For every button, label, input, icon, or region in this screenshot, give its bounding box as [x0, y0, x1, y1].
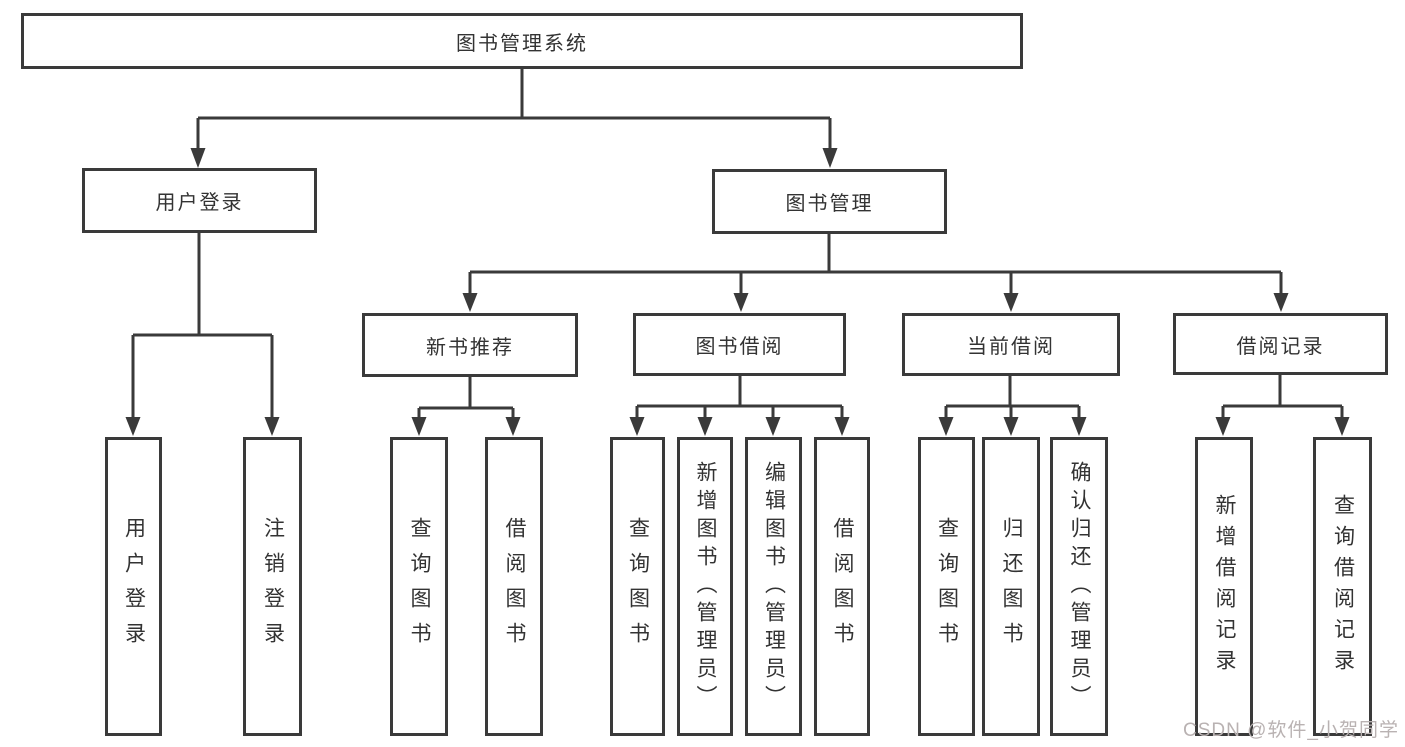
- node-book-borrow-label: 图书借阅: [695, 336, 784, 358]
- leaf-add-borrow-record: 新增借阅记录: [1195, 437, 1253, 736]
- leaf-borrow-books-label: 借阅图书: [831, 516, 854, 657]
- arrowhead-icon: [411, 417, 427, 436]
- root-node-library-system: 图书管理系统: [21, 13, 1023, 69]
- arrowhead-icon: [1273, 293, 1289, 312]
- connector-book-management-children: [462, 234, 1289, 312]
- leaf-user-login: 用户登录: [105, 437, 162, 736]
- leaf-borrow-books: 借阅图书: [814, 437, 870, 736]
- leaf-borrow-query-books: 查询图书: [610, 437, 665, 736]
- arrowhead-icon: [1003, 417, 1019, 436]
- leaf-user-login-label: 用户登录: [122, 516, 146, 657]
- leaf-newbook-borrow-books: 借阅图书: [485, 437, 543, 736]
- arrowhead-icon: [1215, 417, 1231, 436]
- node-current-borrow-label: 当前借阅: [967, 336, 1055, 358]
- arrowhead-icon: [125, 417, 141, 436]
- connector-current-borrow-children: [938, 376, 1087, 436]
- arrowhead-icon: [822, 148, 838, 168]
- arrowhead-icon: [938, 417, 954, 436]
- arrowhead-icon: [765, 417, 781, 436]
- leaf-confirm-return-admin: 确认归还（管理员）: [1050, 437, 1108, 736]
- leaf-query-borrow-record: 查询借阅记录: [1313, 437, 1372, 736]
- csdn-watermark: CSDN @软件_小贺同学: [1183, 720, 1399, 741]
- connector-new-book-children: [411, 377, 521, 436]
- leaf-add-books-admin: 新增图书（管理员）: [677, 437, 733, 736]
- arrowhead-icon: [1071, 417, 1087, 436]
- leaf-edit-books-admin-label: 编辑图书（管理员）: [762, 460, 786, 713]
- arrowhead-icon: [264, 417, 280, 436]
- node-book-management-label: 图书管理: [785, 193, 874, 215]
- leaf-current-query-books: 查询图书: [918, 437, 975, 736]
- arrowhead-icon: [190, 148, 206, 168]
- leaf-current-query-books-label: 查询图书: [935, 516, 959, 657]
- leaf-logout-label: 注销登录: [261, 516, 285, 657]
- leaf-edit-books-admin: 编辑图书（管理员）: [745, 437, 802, 736]
- leaf-newbook-query-books-label: 查询图书: [408, 516, 431, 657]
- leaf-confirm-return-admin-label: 确认归还（管理员）: [1068, 460, 1091, 713]
- node-new-book-recommend-label: 新书推荐: [426, 336, 514, 359]
- leaf-add-books-admin-label: 新增图书（管理员）: [694, 460, 717, 713]
- connector-user-login-children: [125, 233, 280, 436]
- node-book-management: 图书管理: [712, 169, 947, 234]
- leaf-borrow-query-books-label: 查询图书: [626, 516, 650, 657]
- leaf-logout: 注销登录: [243, 437, 302, 736]
- arrowhead-icon: [505, 417, 521, 436]
- connector-borrow-record-children: [1215, 375, 1350, 436]
- arrowhead-icon: [697, 417, 713, 436]
- node-borrow-record-label: 借阅记录: [1236, 335, 1325, 358]
- leaf-add-borrow-record-label: 新增借阅记录: [1213, 493, 1236, 680]
- node-new-book-recommend: 新书推荐: [362, 313, 578, 377]
- leaf-query-borrow-record-label: 查询借阅记录: [1331, 493, 1355, 680]
- arrowhead-icon: [834, 417, 850, 436]
- leaf-newbook-query-books: 查询图书: [390, 437, 448, 736]
- arrowhead-icon: [733, 293, 749, 312]
- connector-root-to-level2: [190, 69, 838, 168]
- node-borrow-record: 借阅记录: [1173, 313, 1388, 375]
- leaf-newbook-borrow-books-label: 借阅图书: [503, 516, 526, 657]
- arrowhead-icon: [1003, 293, 1019, 312]
- node-book-borrow: 图书借阅: [633, 313, 846, 376]
- node-user-login: 用户登录: [82, 168, 317, 233]
- node-user-login-label: 用户登录: [155, 192, 244, 214]
- leaf-return-books: 归还图书: [982, 437, 1040, 736]
- arrowhead-icon: [1334, 417, 1350, 436]
- leaf-return-books-label: 归还图书: [1000, 516, 1023, 657]
- arrowhead-icon: [462, 293, 478, 312]
- root-node-label: 图书管理系统: [456, 32, 588, 55]
- node-current-borrow: 当前借阅: [902, 313, 1120, 376]
- connector-book-borrow-children: [629, 376, 850, 436]
- arrowhead-icon: [629, 417, 645, 436]
